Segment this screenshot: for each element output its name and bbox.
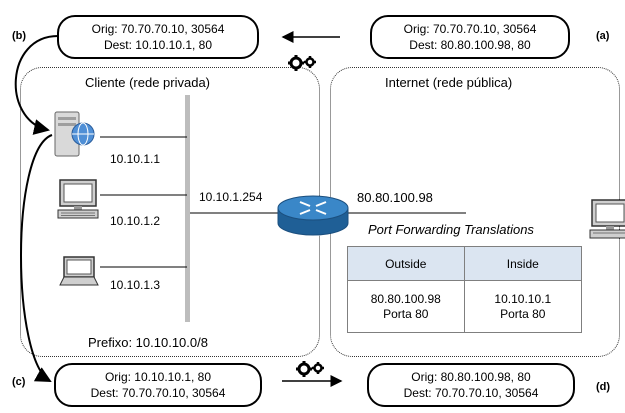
step-tag-c: (c)	[12, 376, 26, 388]
client-prefix: Prefixo: 10.10.10.0/8	[88, 335, 208, 350]
packet-box-top-right: Orig: 70.70.70.10, 30564 Dest: 80.80.100…	[370, 15, 570, 59]
packet-box-top-left: Orig: 70.70.70.10, 30564 Dest: 10.10.10.…	[57, 15, 259, 59]
client-region-title: Cliente (rede privada)	[85, 75, 211, 90]
host-ip-laptop: 10.10.1.3	[110, 278, 161, 292]
step-tag-a: (a)	[596, 30, 610, 42]
packet-dest: Dest: 70.70.70.10, 30564	[90, 386, 226, 400]
host-ip-desktop: 10.10.1.2	[110, 214, 161, 228]
inside-port: Porta 80	[500, 306, 546, 321]
packet-dest: Dest: 70.70.70.10, 30564	[403, 386, 539, 400]
port-forwarding-table: Outside Inside 80.80.100.98 Porta 80 10.…	[347, 246, 583, 333]
gears-icon	[296, 361, 324, 377]
host-ip-server: 10.10.1.1	[110, 152, 161, 166]
step-tag-d: (d)	[596, 381, 611, 393]
outside-ip: 80.80.100.98	[370, 291, 441, 306]
packet-orig: Orig: 70.70.70.10, 30564	[91, 22, 225, 36]
curve-b-arrow	[14, 35, 59, 135]
remote-desktop-icon	[589, 199, 625, 239]
internet-region-title: Internet (rede pública)	[385, 75, 513, 90]
laptop-icon	[59, 256, 99, 286]
step-tag-b: (b)	[12, 30, 27, 42]
inside-ip: 10.10.10.1	[494, 291, 552, 306]
packet-dest: Dest: 80.80.100.98, 80	[409, 38, 531, 52]
port-forwarding-title: Port Forwarding Translations	[368, 222, 534, 237]
router-icon	[277, 195, 349, 236]
curve-c-arrow	[20, 134, 53, 382]
packet-orig: Orig: 10.10.10.1, 80	[104, 370, 212, 384]
packet-orig: Orig: 70.70.70.10, 30564	[403, 22, 537, 36]
packet-box-bottom-left: Orig: 10.10.10.1, 80 Dest: 70.70.70.10, …	[54, 363, 262, 407]
router-outside-ip: 80.80.100.98	[357, 190, 433, 205]
lan-switch-bar	[185, 95, 190, 322]
outside-port: Porta 80	[383, 306, 429, 321]
packet-dest: Dest: 10.10.10.1, 80	[103, 38, 213, 52]
table-header-outside: Outside	[347, 246, 465, 281]
server-globe-icon	[54, 111, 95, 157]
table-cell-outside: 80.80.100.98 Porta 80	[347, 280, 465, 333]
desktop-icon	[57, 179, 99, 219]
router-inside-ip: 10.10.1.254	[199, 190, 263, 204]
packet-orig: Orig: 80.80.100.98, 80	[411, 370, 531, 384]
gears-icon	[288, 55, 316, 71]
table-header-inside: Inside	[463, 246, 583, 281]
table-cell-inside: 10.10.10.1 Porta 80	[463, 280, 583, 333]
packet-box-bottom-right: Orig: 80.80.100.98, 80 Dest: 70.70.70.10…	[367, 363, 575, 407]
